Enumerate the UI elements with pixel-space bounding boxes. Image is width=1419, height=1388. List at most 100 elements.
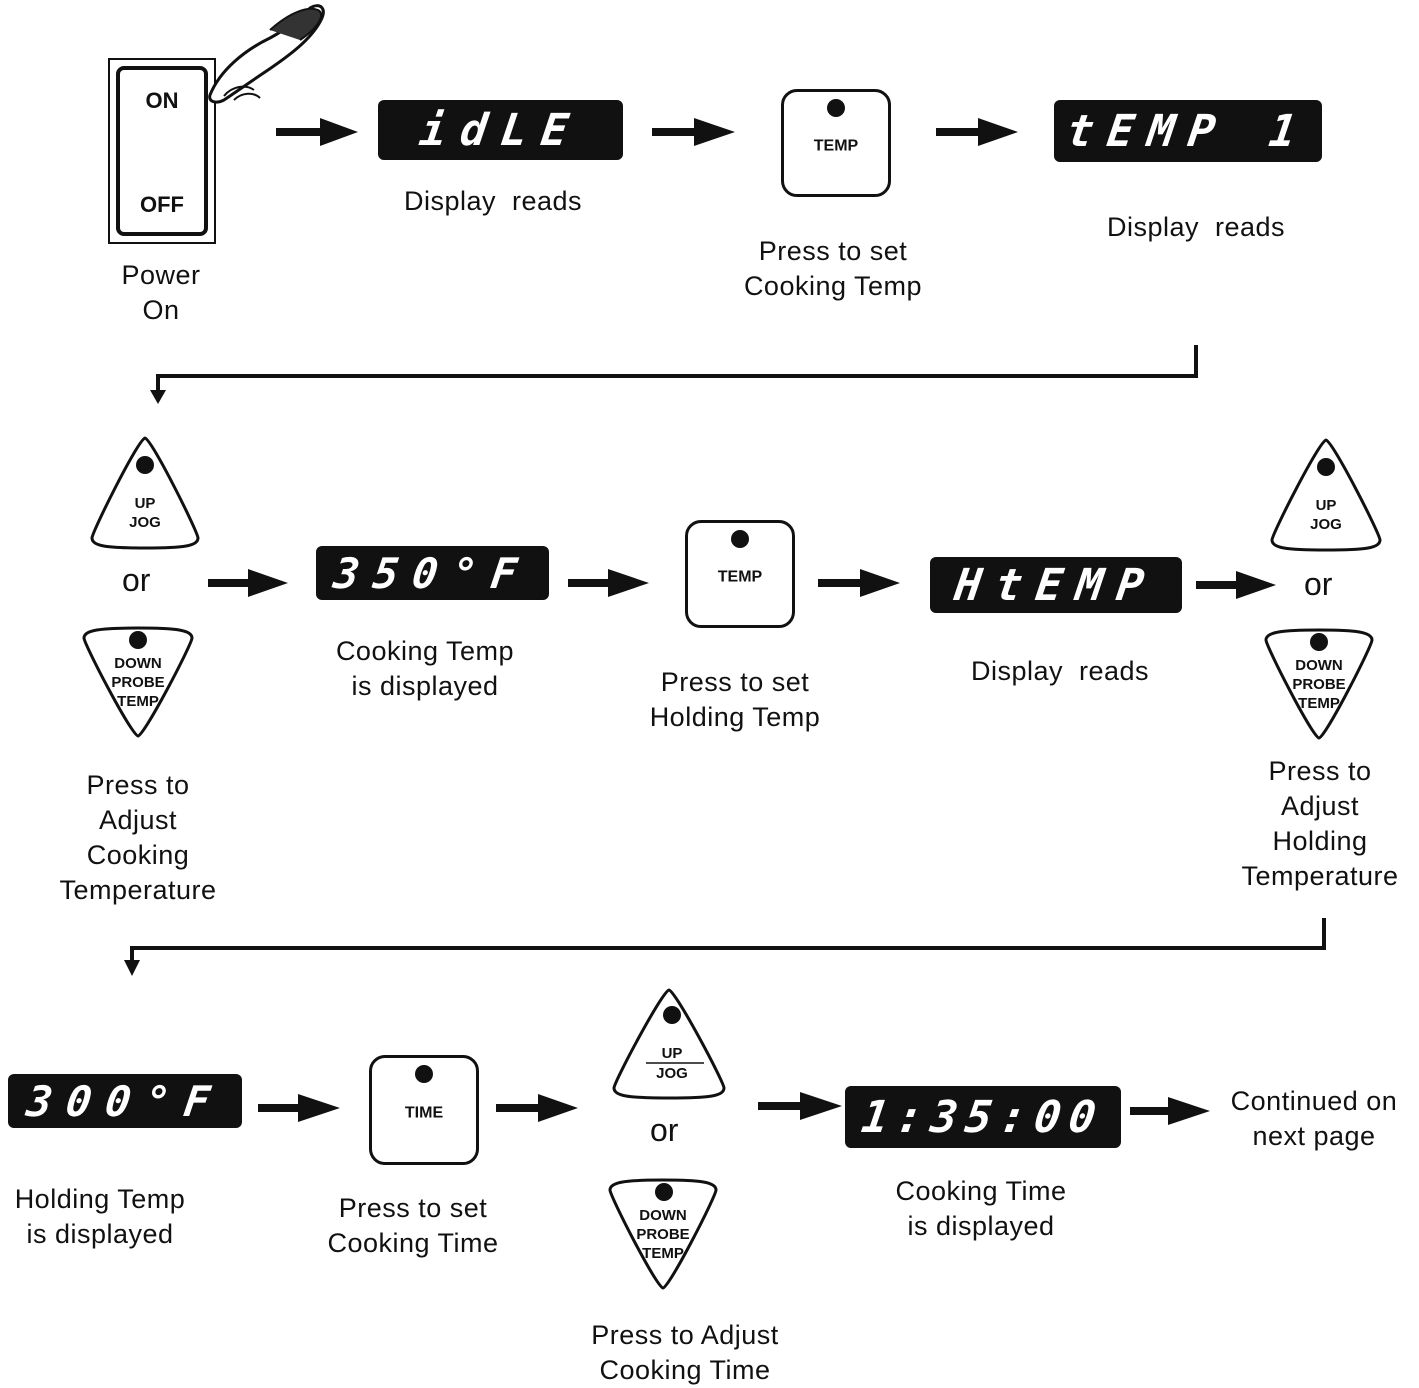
caption-line: Adjust: [40, 803, 236, 838]
jog-label: JOG: [1268, 515, 1384, 534]
display-text: 300°F: [23, 1077, 226, 1126]
indicator-dot: [731, 530, 749, 548]
caption-line: Cooking Time: [560, 1353, 810, 1388]
up-triangle-icon: [1268, 436, 1384, 554]
caption-line: Press to set: [718, 234, 948, 269]
led-display-300f: 300°F: [8, 1074, 242, 1128]
display-text: HtEMP: [951, 560, 1161, 611]
temp-button-caption: Press to set Cooking Temp: [718, 234, 948, 304]
or-text: or: [122, 562, 150, 599]
adjust-cooking-time-caption: Press to Adjust Cooking Time: [560, 1318, 810, 1388]
time-button[interactable]: TIME: [369, 1055, 479, 1165]
cooking-time-displayed-caption: Cooking Time is displayed: [866, 1174, 1096, 1244]
cooking-temp-displayed-caption: Cooking Temp is displayed: [310, 634, 540, 704]
caption-line: Cooking Time: [298, 1226, 528, 1261]
jog-label: JOG: [88, 513, 202, 532]
up-label: UP: [1268, 496, 1384, 515]
display-text: 1:35:00: [859, 1092, 1108, 1143]
display-reads-caption: Display reads: [1074, 210, 1318, 245]
caption-line: Temperature: [1222, 859, 1418, 894]
caption-line: is displayed: [866, 1209, 1096, 1244]
arrow-down: [150, 390, 166, 404]
arrow-down: [124, 960, 140, 976]
caption-line: Adjust: [1222, 789, 1418, 824]
caption-line: Cooking: [40, 838, 236, 873]
temp-label: TEMP: [1262, 694, 1376, 713]
down-label: DOWN: [606, 1206, 720, 1225]
arrow-right: [758, 1092, 842, 1120]
or-text: or: [650, 1112, 678, 1149]
arrow-right: [258, 1094, 340, 1122]
caption-line: Temperature: [40, 873, 236, 908]
caption-line: Press to set: [298, 1191, 528, 1226]
caption-line: Press to: [1222, 754, 1418, 789]
arrow-right: [208, 569, 288, 597]
indicator-dot: [415, 1065, 433, 1083]
caption-line: Press to: [40, 768, 236, 803]
continued-caption: Continued on next page: [1214, 1084, 1414, 1154]
caption-line: Press to Adjust: [560, 1318, 810, 1353]
down-label: DOWN: [1262, 656, 1376, 675]
arrow-right: [1196, 571, 1276, 599]
display-reads-caption: Display reads: [370, 184, 616, 219]
caption-line: Holding: [1222, 824, 1418, 859]
caption-line: Press to set: [620, 665, 850, 700]
adjust-holding-temp-caption: Press to Adjust Holding Temperature: [1222, 754, 1418, 894]
display-text: idLE: [416, 105, 585, 156]
caption-line: On: [90, 293, 232, 328]
switch-off-label: OFF: [120, 192, 204, 218]
arrow-right: [276, 118, 358, 146]
down-label: DOWN: [80, 654, 196, 673]
led-display-time: 1:35:00: [845, 1086, 1121, 1148]
led-display-temp1: tEMP 1: [1054, 100, 1322, 162]
caption-line: next page: [1214, 1119, 1414, 1154]
caption-line: is displayed: [310, 669, 540, 704]
up-jog-button[interactable]: UP JOG: [610, 986, 728, 1102]
caption-line: Holding Temp: [0, 1182, 200, 1217]
up-label: UP: [88, 494, 202, 513]
connector-line: [132, 918, 1324, 962]
arrow-right: [496, 1094, 578, 1122]
arrow-right: [818, 569, 900, 597]
temp-button[interactable]: TEMP: [685, 520, 795, 628]
connector-line: [158, 345, 1196, 392]
down-probe-temp-button[interactable]: DOWN PROBE TEMP: [1262, 626, 1376, 742]
temp-button-label: TEMP: [688, 569, 792, 587]
down-probe-temp-button[interactable]: DOWN PROBE TEMP: [606, 1176, 720, 1292]
caption-line: Cooking Time: [866, 1174, 1096, 1209]
display-text: 350°F: [331, 549, 534, 598]
arrow-right: [568, 569, 649, 597]
jog-label: JOG: [616, 1064, 728, 1083]
caption-line: Power: [90, 258, 232, 293]
up-triangle-icon: [88, 434, 202, 552]
or-text: or: [1304, 566, 1332, 603]
down-probe-temp-button[interactable]: DOWN PROBE TEMP: [80, 624, 196, 740]
arrow-right: [1130, 1097, 1210, 1125]
up-label: UP: [616, 1044, 728, 1063]
up-jog-button[interactable]: UP JOG: [1268, 436, 1384, 554]
power-on-caption: Power On: [90, 258, 232, 328]
temp-label: TEMP: [80, 692, 196, 711]
up-jog-button[interactable]: UP JOG: [88, 434, 202, 552]
holding-temp-button-caption: Press to set Holding Temp: [620, 665, 850, 735]
display-reads-caption: Display reads: [938, 654, 1182, 689]
probe-label: PROBE: [80, 673, 196, 692]
caption-line: Cooking Temp: [310, 634, 540, 669]
arrow-right: [652, 118, 735, 146]
led-display-350f: 350°F: [316, 546, 549, 600]
led-display-htemp: HtEMP: [930, 557, 1182, 613]
indicator-dot: [827, 99, 845, 117]
caption-line: is displayed: [0, 1217, 200, 1252]
arrow-right: [936, 118, 1018, 146]
caption-line: Continued on: [1214, 1084, 1414, 1119]
time-button-label: TIME: [372, 1105, 476, 1123]
hand-icon: [150, 0, 330, 110]
holding-temp-displayed-caption: Holding Temp is displayed: [0, 1182, 200, 1252]
temp-button-label: TEMP: [784, 138, 888, 156]
caption-line: Holding Temp: [620, 700, 850, 735]
probe-label: PROBE: [1262, 675, 1376, 694]
temp-button[interactable]: TEMP: [781, 89, 891, 197]
led-display-idle: idLE: [378, 100, 623, 160]
caption-line: Cooking Temp: [718, 269, 948, 304]
time-button-caption: Press to set Cooking Time: [298, 1191, 528, 1261]
